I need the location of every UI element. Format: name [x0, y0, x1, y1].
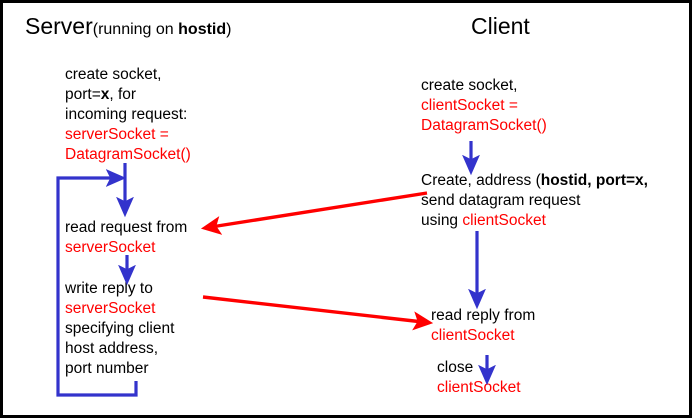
server-port-value: x — [100, 86, 110, 103]
client-using-socket-line: using clientSocket — [421, 211, 546, 231]
reply-datagram-arrow — [202, 295, 434, 331]
client-create-address-prefix: Create, address ( — [421, 172, 541, 189]
client-using-label: using — [421, 212, 463, 229]
client-close-label: close — [437, 359, 474, 376]
server-write-reply-line-5: port number — [65, 360, 149, 377]
client-read-reply-socket-code: clientSocket — [431, 327, 515, 344]
server-write-reply-line-4: host address, — [65, 340, 159, 357]
client-using-socket-code: clientSocket — [462, 212, 546, 229]
request-datagram-arrow — [200, 191, 428, 235]
server-datagramsocket-call-code: DatagramSocket() — [65, 146, 191, 163]
server-read-request-socket-code: serverSocket — [65, 239, 156, 256]
client-close-socket-code: clientSocket — [437, 379, 521, 396]
server-port-suffix: , for — [109, 86, 137, 103]
server-column-title: Server(running on hostid) — [25, 13, 231, 43]
server-socket-assign-code: serverSocket = — [65, 126, 169, 143]
client-send-datagram-line: send datagram request — [421, 192, 581, 209]
client-title-text: Client — [471, 13, 530, 39]
server-title-text: Server — [25, 13, 93, 39]
client-read-reply-line-1: read reply from — [431, 307, 536, 324]
server-title-paren-open: (running on — [92, 21, 179, 38]
client-create-socket-line-1: create socket, — [421, 77, 518, 94]
server-write-reply-socket-code: serverSocket — [65, 300, 156, 317]
server-read-request-line-1: read request from — [65, 219, 188, 236]
client-column-title: Client — [471, 13, 530, 39]
client-create-address-params: hostid, port=x, — [540, 172, 648, 189]
server-port-label: port= — [65, 86, 101, 103]
server-write-reply-line-3: specifying client — [65, 320, 175, 337]
server-create-socket-line-2: port=x, for — [65, 85, 136, 105]
server-create-socket-line-3: incoming request: — [65, 106, 188, 123]
client-socket-assign-code: clientSocket = — [421, 97, 518, 114]
server-title-hostid: hostid — [178, 21, 227, 38]
server-write-reply-line-1: write reply to — [65, 280, 153, 297]
client-create-address-line-1: Create, address (hostid, port=x, — [421, 171, 648, 191]
client-datagramsocket-call-code: DatagramSocket() — [421, 117, 547, 134]
server-create-socket-line-1: create socket, — [65, 66, 162, 83]
server-title-paren-close: ) — [226, 21, 232, 38]
